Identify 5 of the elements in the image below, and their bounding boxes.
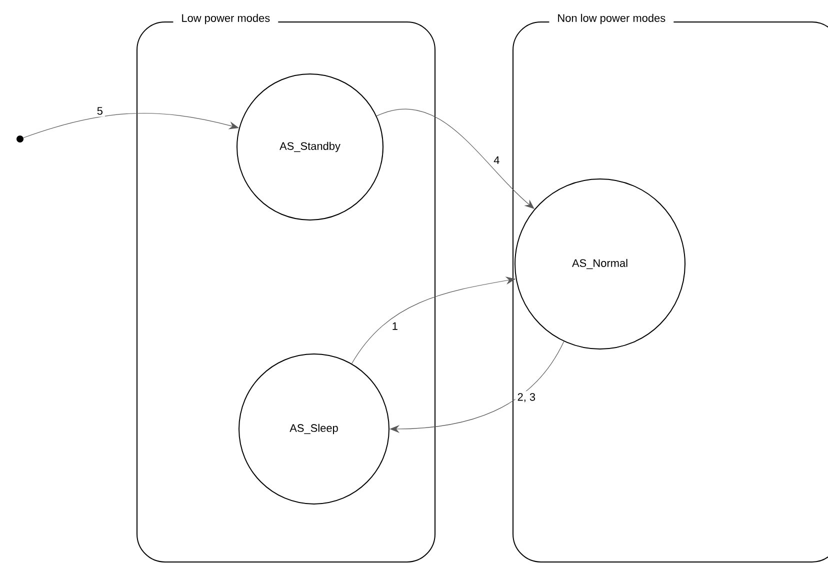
edge-label: 4 bbox=[494, 156, 500, 164]
edge-label: 5 bbox=[97, 107, 102, 115]
start-dot bbox=[16, 136, 24, 142]
edge-label: 1 bbox=[392, 322, 398, 330]
edge-label: 2, 3 bbox=[518, 393, 536, 402]
